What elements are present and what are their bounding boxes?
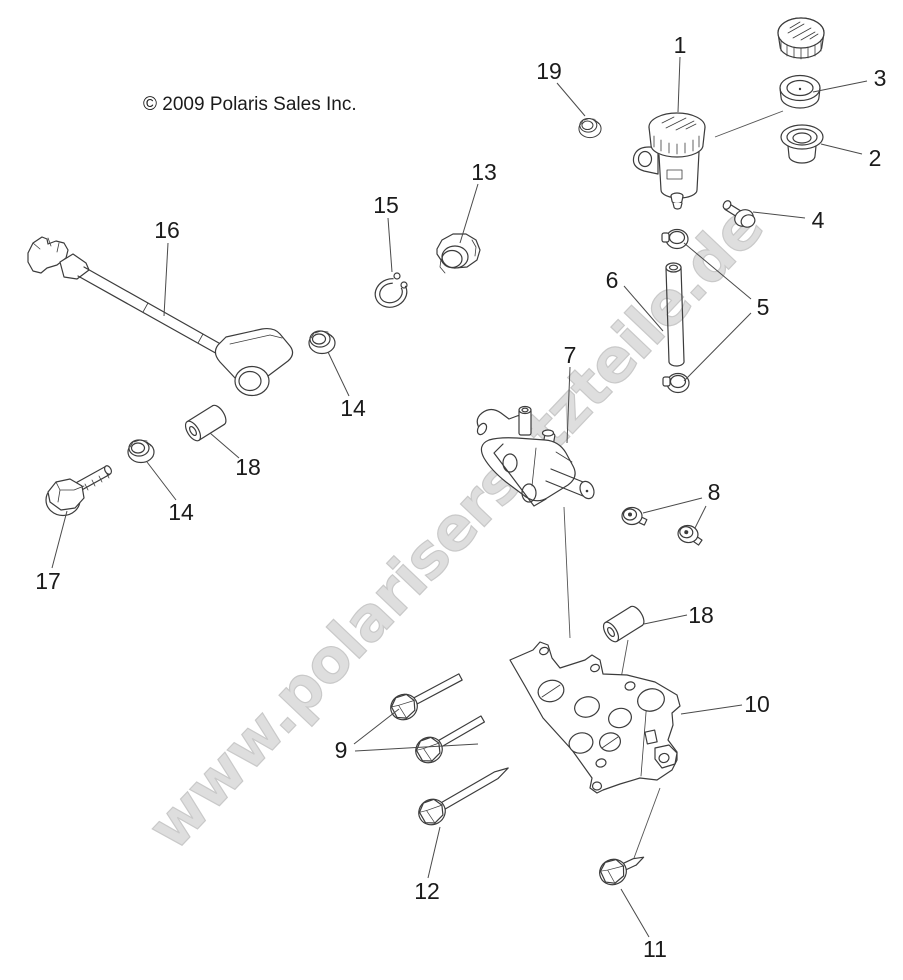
part-14-flange-nut-a <box>308 330 336 355</box>
leader-line-5 <box>683 312 752 382</box>
callout-2: 2 <box>869 145 882 171</box>
leader-line-8 <box>642 497 703 514</box>
leader-line-14 <box>327 351 350 397</box>
callout-1: 1 <box>674 32 687 58</box>
part-9-bolt-a <box>385 673 463 725</box>
callout-16: 16 <box>154 217 180 243</box>
leader-line-4 <box>752 211 806 219</box>
part-6-tube <box>665 262 685 367</box>
part-13-nut <box>436 233 481 274</box>
leader-line-18 <box>643 614 688 625</box>
callout-13: 13 <box>471 159 497 185</box>
part-18-spacer-b <box>599 603 648 645</box>
part-4-fitting-bolt <box>722 200 756 228</box>
assembly-line <box>563 506 571 639</box>
callout-4: 4 <box>812 207 825 233</box>
part-1-reservoir <box>632 112 706 210</box>
leader-line-19 <box>556 82 586 117</box>
part-10-bracket <box>509 641 681 794</box>
callout-15: 15 <box>373 192 399 218</box>
assembly-line <box>633 787 661 859</box>
copyright-text: © 2009 Polaris Sales Inc. <box>143 94 357 115</box>
leader-line-2 <box>820 143 863 155</box>
leader-line-14 <box>146 461 177 501</box>
part-11-bolt <box>594 854 645 890</box>
callout-5: 5 <box>757 294 770 320</box>
part-8-bolt-b <box>675 523 705 547</box>
part-16-brake-rod <box>27 236 294 397</box>
part-18-spacer-a <box>181 402 230 444</box>
leader-line-8 <box>694 505 707 529</box>
part-2-diaphragm <box>780 124 824 164</box>
leader-line-13 <box>459 183 479 244</box>
callout-11: 11 <box>643 936 667 962</box>
callout-19: 19 <box>536 58 562 84</box>
callout-18: 18 <box>235 454 261 480</box>
leader-line-18 <box>209 432 240 459</box>
leader-line-1 <box>677 56 681 113</box>
leader-line-3 <box>812 80 868 93</box>
leader-line-16 <box>163 242 169 317</box>
part-8-bolt-a <box>621 506 648 526</box>
leader-line-9 <box>354 743 479 752</box>
part-17-bolt <box>45 465 113 517</box>
callout-14: 14 <box>340 395 366 421</box>
part-7-master-cylinder <box>476 405 595 507</box>
callout-12: 12 <box>414 878 440 904</box>
callout-17: 17 <box>35 568 61 594</box>
part-12-bolt <box>413 767 509 831</box>
callout-3: 3 <box>874 65 887 91</box>
callout-9: 9 <box>335 737 348 763</box>
leader-line-11 <box>620 888 650 938</box>
part-15-snap-ring <box>374 271 411 308</box>
callout-8: 8 <box>708 479 721 505</box>
callout-6: 6 <box>606 267 619 293</box>
part-5-clamp-bottom <box>662 372 690 394</box>
leader-line-17 <box>51 510 68 569</box>
part-14-flange-nut-b <box>127 439 155 464</box>
callout-18: 18 <box>688 602 714 628</box>
callout-10: 10 <box>744 691 770 717</box>
part-5-clamp-top <box>661 228 689 250</box>
leader-line-9 <box>353 708 400 745</box>
assembly-line <box>714 110 784 138</box>
part-9-bolt-b <box>410 715 486 769</box>
leader-line-10 <box>680 704 743 715</box>
callout-14: 14 <box>168 499 194 525</box>
leader-line-6 <box>623 285 664 332</box>
part-3-diaphragm-plate <box>779 74 821 109</box>
reservoir-cap <box>777 17 825 60</box>
callout-7: 7 <box>564 342 577 368</box>
part-19-nut <box>578 117 602 139</box>
leader-line-12 <box>427 826 441 879</box>
leader-line-5 <box>683 242 752 300</box>
leader-line-15 <box>387 217 393 273</box>
leader-line-7 <box>566 366 571 444</box>
